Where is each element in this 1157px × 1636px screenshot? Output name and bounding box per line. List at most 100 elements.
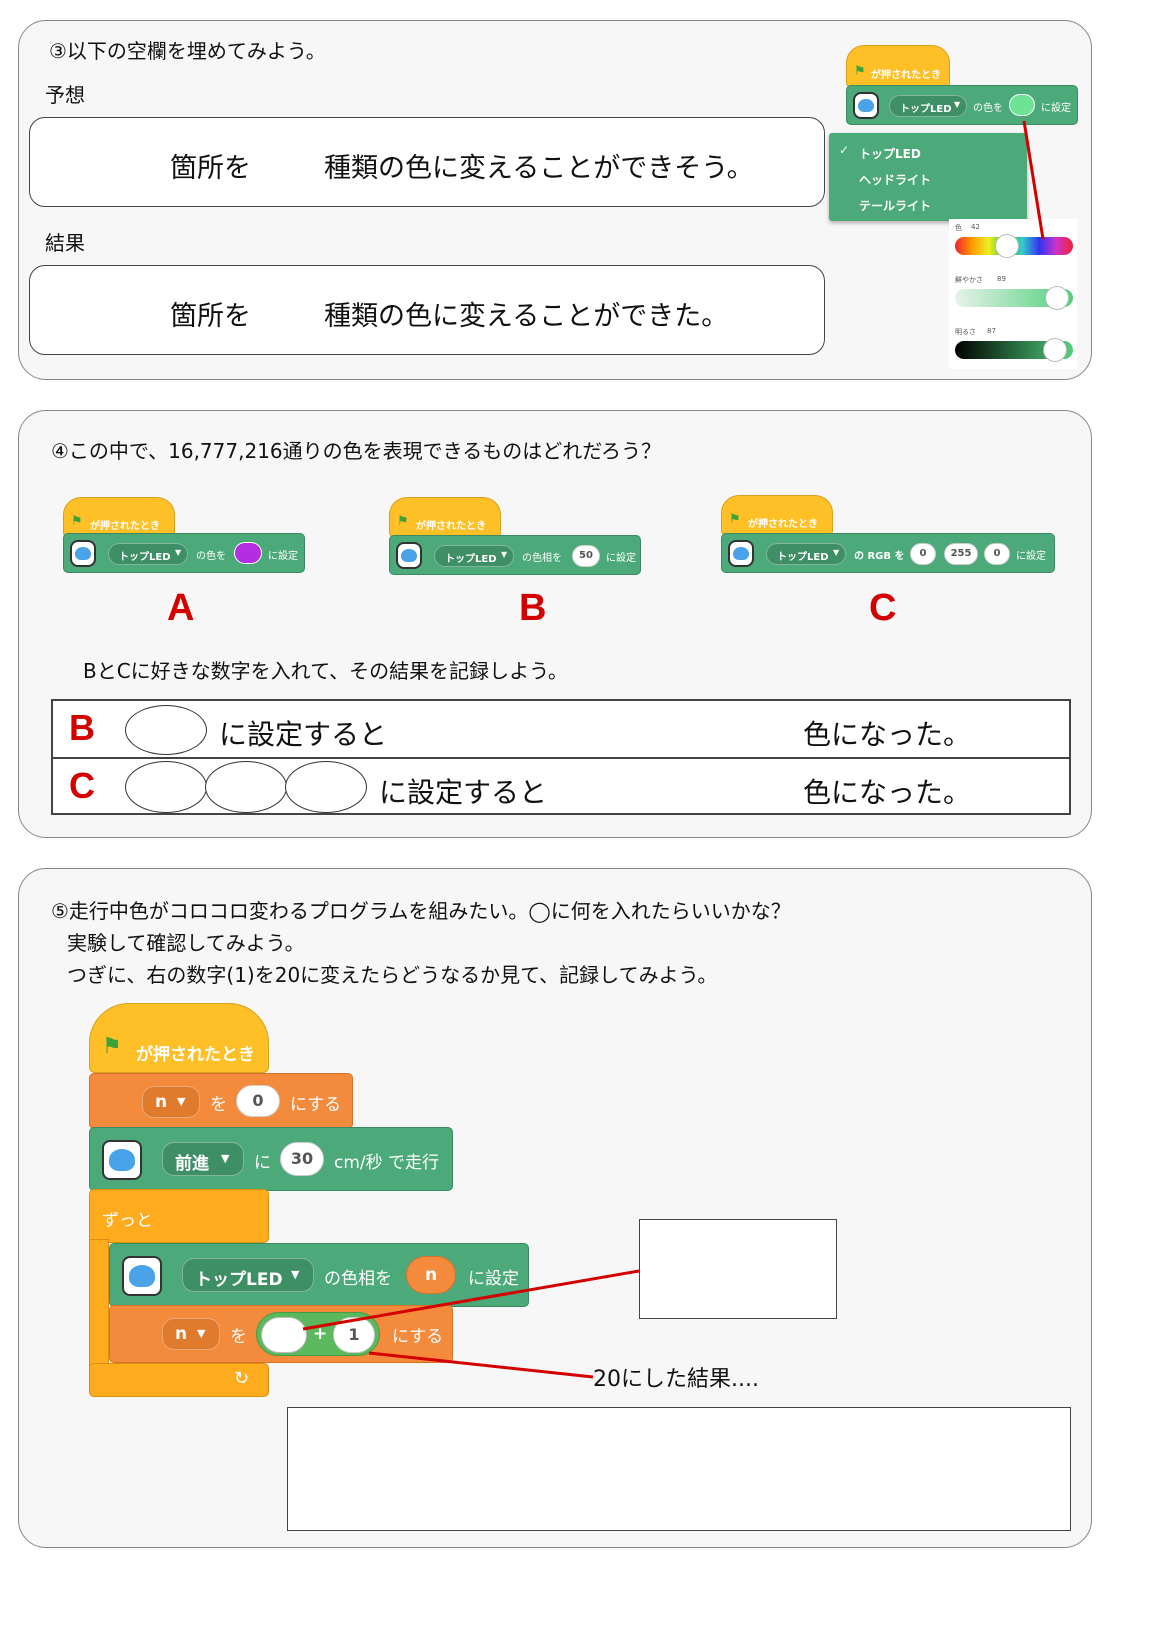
forever-top: ずっと (89, 1189, 269, 1243)
robot-icon (396, 542, 422, 569)
chevron-down-icon: ▼ (175, 548, 182, 557)
forever-label: ずっと (102, 1211, 153, 1231)
answer-box-small[interactable] (639, 1219, 837, 1319)
picker-saturation-value: 89 (997, 275, 1006, 283)
robot-icon (122, 1256, 162, 1296)
move-text2: cm/秒 で走行 (334, 1153, 440, 1173)
row-c-tail: 色になった。 (803, 776, 972, 809)
question-5-line1: ⑤走行中色がコロコロ変わるプログラムを組みたい。◯に何を入れたらいいかな？ (51, 899, 791, 923)
led-hue-dropdown[interactable]: トップLED ▼ (182, 1258, 314, 1292)
set-n-text2: にする (290, 1095, 342, 1115)
saturation-thumb[interactable] (1045, 286, 1069, 310)
block-text1: の色を (973, 103, 1003, 114)
block-b-value[interactable]: 50 (572, 545, 600, 567)
block-a: トップLED ▼ の色を に設定 (63, 533, 305, 573)
picker-saturation-label: 鮮やかさ (955, 276, 983, 284)
change-var-dropdown[interactable]: n ▼ (162, 1318, 220, 1350)
robot-icon (728, 540, 754, 567)
hat-label-b: が押されたとき (416, 521, 486, 532)
move-block: 前進 ▼ に 30 cm/秒 で走行 (89, 1127, 453, 1191)
pointer-line (1022, 120, 1045, 240)
led-hue-block: トップLED ▼ の色相を n に設定 (109, 1243, 529, 1307)
direction-label: 前進 (175, 1154, 209, 1174)
chevron-down-icon: ▼ (954, 100, 961, 109)
block-a-dropdown-label: トップLED (119, 552, 171, 563)
prediction-part1: 箇所を (170, 153, 251, 184)
section-5: ⑤走行中色がコロコロ変わるプログラムを組みたい。◯に何を入れたらいいかな？ 実験… (18, 868, 1092, 1548)
result-label: 結果 (45, 231, 85, 255)
block-c-g[interactable]: 255 (944, 543, 978, 565)
chevron-down-icon: ▼ (221, 1152, 230, 1165)
program-hat-label: が押されたとき (136, 1045, 255, 1065)
set-n-value[interactable]: 0 (236, 1085, 280, 1117)
table-divider (53, 757, 1069, 759)
result-box[interactable]: 箇所を 種類の色に変えることができた。 (29, 265, 825, 355)
hat-block-a: ⚑ が押されたとき (63, 497, 175, 537)
prediction-box[interactable]: 箇所を 種類の色に変えることができそう。 (29, 117, 825, 207)
program-hat: ⚑ が押されたとき (89, 1003, 269, 1073)
menu-check-icon: ✓ (839, 143, 850, 157)
question-3: ③以下の空欄を埋めてみよう。 (49, 39, 326, 63)
robot-icon (70, 540, 96, 567)
row-c-oval-r[interactable] (125, 761, 207, 813)
var-n-label: n (155, 1092, 168, 1112)
result-20-label: 20にした結果.... (593, 1367, 759, 1392)
change-text2: にする (392, 1327, 444, 1347)
hat-label-c: が押されたとき (748, 519, 818, 530)
label-b: B (519, 587, 547, 629)
change-n-block: n ▼ を + 1 にする (109, 1305, 453, 1363)
menu-item-headlight[interactable]: ヘッドライト (859, 173, 932, 187)
label-a: A (167, 587, 195, 629)
move-text1: に (254, 1153, 271, 1173)
hat-label-a: が押されたとき (90, 521, 160, 532)
purple-swatch[interactable] (234, 542, 262, 564)
brightness-thumb[interactable] (1043, 338, 1067, 362)
blank-slot[interactable] (261, 1317, 307, 1353)
var-n-dropdown[interactable]: n ▼ (142, 1086, 200, 1118)
section-3: ③以下の空欄を埋めてみよう。 予想 箇所を 種類の色に変えることができそう。 結… (18, 20, 1092, 380)
led-hue-text2: に設定 (468, 1269, 519, 1289)
saturation-slider[interactable] (955, 289, 1073, 307)
block-c-text2: に設定 (1016, 551, 1046, 562)
led-menu: ✓ トップLED ヘッドライト テールライト (829, 133, 1027, 221)
picker-color-value: 42 (971, 223, 980, 231)
chevron-down-icon: ▼ (197, 1327, 206, 1340)
row-c-text: に設定すると (379, 776, 548, 809)
block-c-b[interactable]: 0 (984, 543, 1010, 565)
row-b-oval[interactable] (125, 705, 207, 755)
hue-thumb[interactable] (995, 234, 1019, 258)
question-4: ④この中で、16,777,216通りの色を表現できるものはどれだろう？ (51, 439, 662, 463)
block-b-dropdown[interactable]: トップLED ▼ (434, 545, 514, 567)
hat-label: が押されたとき (871, 70, 941, 81)
block-c-dropdown[interactable]: トップLED ▼ (766, 543, 846, 565)
block-a-dropdown[interactable]: トップLED ▼ (108, 543, 188, 565)
question-5-line2: 実験して確認してみよう。 (67, 931, 305, 955)
n-reporter-label: n (424, 1265, 438, 1285)
block-c-r[interactable]: 0 (910, 543, 936, 565)
change-var-label: n (175, 1324, 188, 1344)
flag-icon: ⚑ (102, 1034, 122, 1059)
row-b-tail: 色になった。 (803, 718, 972, 751)
speed-value[interactable]: 30 (280, 1142, 324, 1176)
row-c-oval-g[interactable] (205, 761, 287, 813)
loop-arrow-icon: ↻ (234, 1368, 250, 1389)
row-c-oval-b[interactable] (285, 761, 367, 813)
block-c-dropdown-label: トップLED (777, 552, 829, 563)
chevron-down-icon: ▼ (833, 548, 840, 557)
picker-brightness-label: 明るさ (955, 328, 976, 336)
menu-item-top-led[interactable]: トップLED (859, 147, 921, 161)
flag-icon: ⚑ (71, 514, 83, 529)
led-dropdown[interactable]: トップLED ▼ (889, 95, 967, 117)
robot-icon (853, 92, 879, 119)
menu-item-taillight[interactable]: テールライト (859, 199, 932, 213)
result-part2: 種類の色に変えることができた。 (324, 301, 729, 332)
hat-block-c: ⚑ が押されたとき (721, 495, 833, 535)
picker-color-label: 色 (955, 224, 962, 232)
led-hue-dropdown-label: トップLED (195, 1270, 283, 1290)
n-reporter[interactable]: n (406, 1256, 456, 1294)
chevron-down-icon: ▼ (291, 1268, 300, 1281)
color-swatch[interactable] (1009, 94, 1035, 116)
robot-icon (102, 1140, 142, 1180)
answer-box-large[interactable] (287, 1407, 1071, 1531)
direction-dropdown[interactable]: 前進 ▼ (162, 1142, 244, 1176)
